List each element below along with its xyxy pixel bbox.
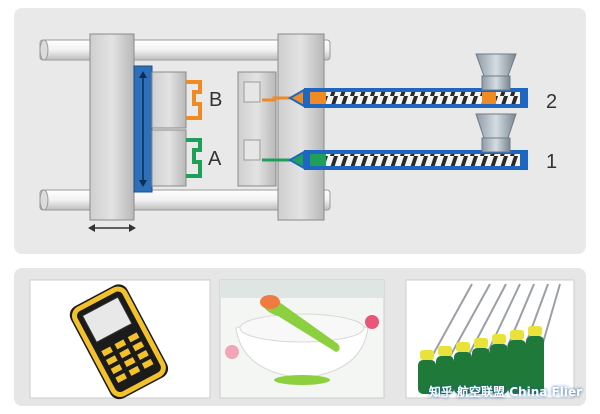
screw-2: [310, 92, 520, 104]
label-a: A: [208, 148, 222, 170]
label-2: 2: [546, 91, 557, 113]
watermark-zhihu: 知乎: [428, 385, 453, 399]
watermark-cn: 航空联盟: [457, 385, 506, 399]
part-a-shape: [186, 138, 202, 178]
moving-platen: [89, 33, 135, 221]
movable-mold-lower: [151, 129, 187, 187]
hopper-1-neck: [481, 137, 511, 153]
label-1: 1: [546, 151, 557, 173]
part-b-shape: [186, 80, 202, 120]
photo-spoon-bowl: [219, 279, 385, 399]
hopper-1: [475, 113, 517, 139]
movable-mold-upper: [151, 71, 187, 129]
watermark-en: China Flier: [509, 385, 582, 399]
watermark: 知乎 航空联盟 China Flier: [429, 383, 582, 400]
runner-b: [262, 96, 300, 102]
screw-1: [310, 154, 520, 166]
hopper-2-neck: [481, 75, 511, 91]
platen-motion-arrow: [88, 224, 136, 232]
photo-screwdrivers: [405, 279, 575, 399]
hopper-2: [475, 53, 517, 77]
photo-phone: [29, 279, 211, 400]
label-b: B: [209, 89, 222, 111]
stationary-plate: [277, 33, 325, 221]
